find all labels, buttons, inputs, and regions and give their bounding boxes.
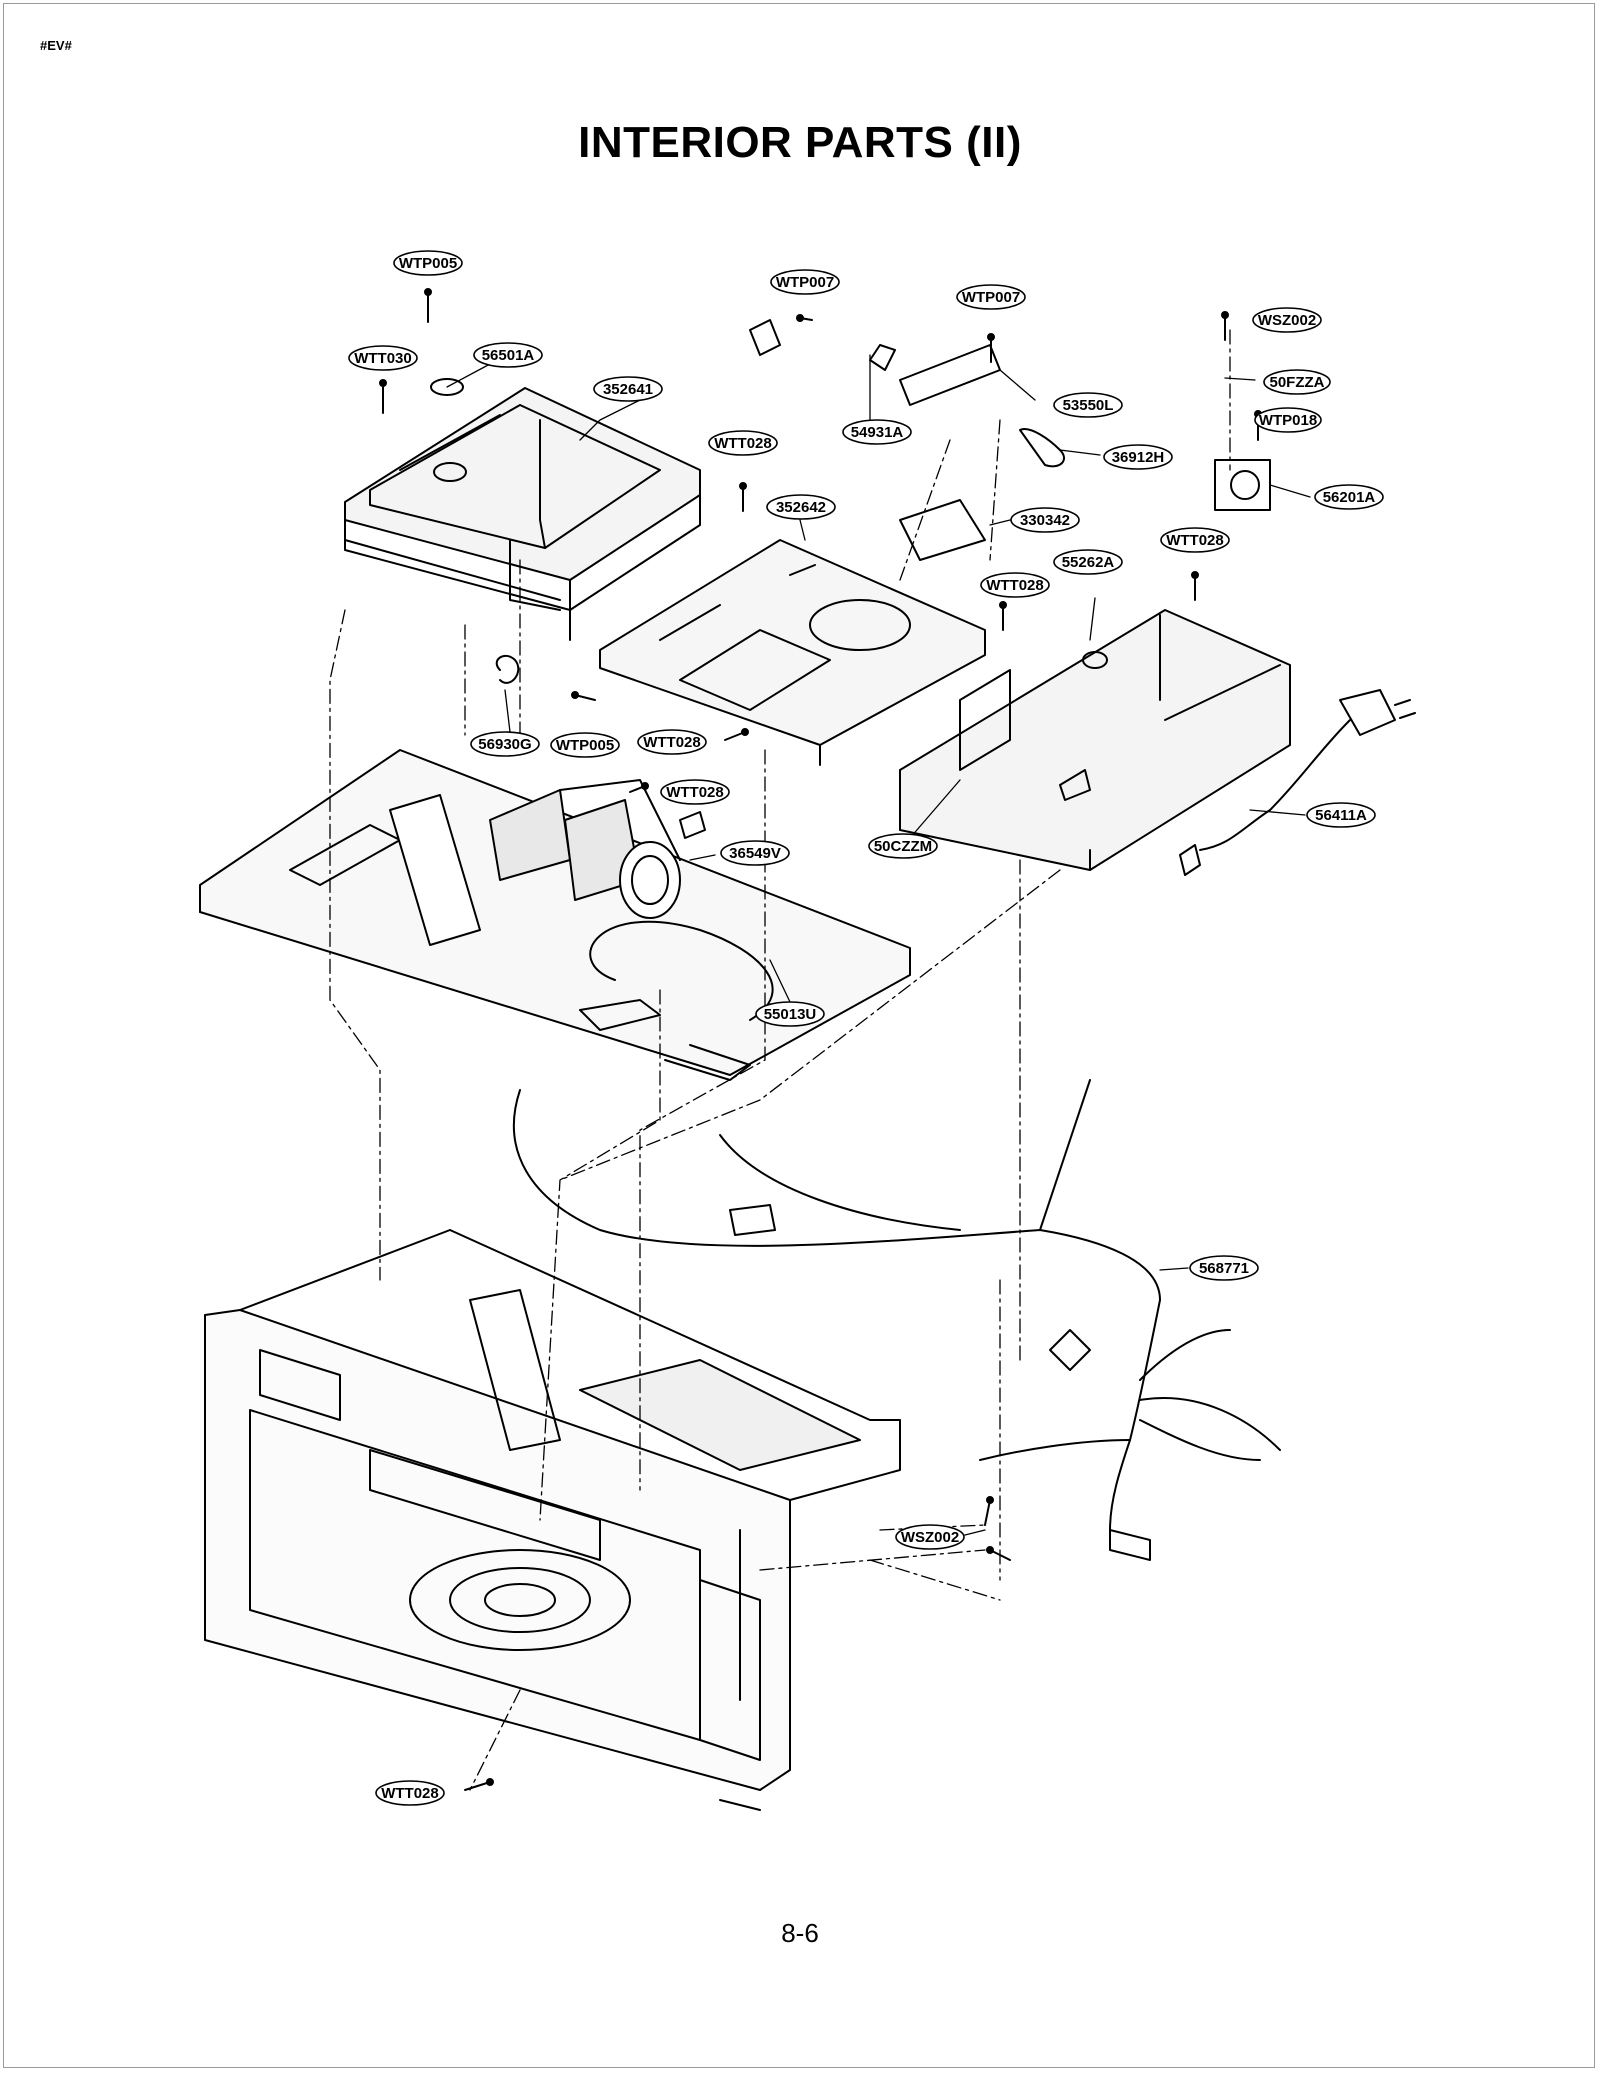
control-bracket <box>899 609 1291 871</box>
svg-text:WTT028: WTT028 <box>381 1785 439 1802</box>
part-label: 568771 <box>1189 1255 1259 1281</box>
svg-text:56930G: 56930G <box>478 736 531 753</box>
part-label: WTT030 <box>348 345 418 371</box>
part-label: 55013U <box>755 1001 825 1027</box>
wire-harness <box>512 1079 1281 1561</box>
svg-text:WTT028: WTT028 <box>1166 532 1224 549</box>
cavity-chassis <box>204 1229 901 1811</box>
page-border <box>3 3 1595 2068</box>
power-cord <box>1179 689 1416 876</box>
svg-text:36549V: 36549V <box>729 845 781 862</box>
part-label: 50FZZA <box>1263 369 1331 395</box>
part-label: 36912H <box>1103 444 1173 470</box>
part-label: 56201A <box>1314 484 1384 510</box>
part-label: WTT028 <box>637 729 707 755</box>
svg-text:55013U: 55013U <box>764 1006 817 1023</box>
part-label: 56411A <box>1306 802 1376 828</box>
svg-text:WTP005: WTP005 <box>399 255 457 272</box>
document-code: #EV# <box>40 38 72 53</box>
part-label: 36549V <box>720 840 790 866</box>
svg-text:WTT028: WTT028 <box>666 784 724 801</box>
part-label: WTP005 <box>393 250 463 276</box>
svg-text:55262A: 55262A <box>1062 554 1115 571</box>
part-label: 54931A <box>842 419 912 445</box>
bracket-plate <box>599 539 986 766</box>
fan-guide-housing <box>344 387 701 641</box>
part-label: WTT028 <box>1160 527 1230 553</box>
base-plate <box>199 749 911 1081</box>
part-label: 56501A <box>473 342 543 368</box>
svg-text:330342: 330342 <box>1020 512 1070 529</box>
page-title: INTERIOR PARTS (II) <box>578 118 1022 167</box>
part-label: 56930G <box>470 731 540 757</box>
svg-text:WSZ002: WSZ002 <box>1258 312 1316 329</box>
part-label: WSZ002 <box>1252 307 1322 333</box>
part-label: 330342 <box>1010 507 1080 533</box>
svg-text:50FZZA: 50FZZA <box>1269 374 1324 391</box>
svg-text:352642: 352642 <box>776 499 826 516</box>
part-labels: WTP005 WTT030 56501A 352641 WTP007 WTP00… <box>348 250 1384 1806</box>
svg-text:WSZ002: WSZ002 <box>901 1529 959 1546</box>
part-label: WTP007 <box>770 269 840 295</box>
svg-text:54931A: 54931A <box>851 424 904 441</box>
svg-text:36912H: 36912H <box>1112 449 1165 466</box>
part-label: WTP005 <box>550 732 620 758</box>
part-label: WTT028 <box>375 1780 445 1806</box>
part-label: WTT028 <box>660 779 730 805</box>
svg-text:WTP007: WTP007 <box>962 289 1020 306</box>
svg-text:WTT028: WTT028 <box>986 577 1044 594</box>
svg-text:352641: 352641 <box>603 381 653 398</box>
small-parts <box>430 319 1271 684</box>
svg-text:568771: 568771 <box>1199 1260 1249 1277</box>
svg-text:WTT028: WTT028 <box>643 734 701 751</box>
svg-text:WTP018: WTP018 <box>1259 412 1317 429</box>
part-label: 50CZZM <box>868 833 938 859</box>
assembly-guide-lines <box>329 329 1231 1791</box>
page-number: 8-6 <box>781 1918 819 1948</box>
svg-text:WTT028: WTT028 <box>714 435 772 452</box>
blower-motor <box>489 779 706 919</box>
part-label: WTT028 <box>980 572 1050 598</box>
svg-text:WTP005: WTP005 <box>556 737 614 754</box>
part-label: WSZ002 <box>895 1524 965 1550</box>
svg-text:50CZZM: 50CZZM <box>874 838 932 855</box>
part-label: WTP018 <box>1254 407 1322 433</box>
svg-text:53550L: 53550L <box>1063 397 1114 414</box>
part-label: WTT028 <box>708 430 778 456</box>
svg-text:56411A: 56411A <box>1315 807 1367 824</box>
leader-lines <box>446 354 1311 1536</box>
part-label: WTP007 <box>956 284 1026 310</box>
svg-text:56501A: 56501A <box>482 347 535 364</box>
svg-text:WTP007: WTP007 <box>776 274 834 291</box>
part-label: 53550L <box>1053 392 1123 418</box>
part-label: 352642 <box>766 494 836 520</box>
svg-text:WTT030: WTT030 <box>354 350 412 367</box>
part-label: 352641 <box>593 376 663 402</box>
part-label: 55262A <box>1053 549 1123 575</box>
svg-text:56201A: 56201A <box>1323 489 1376 506</box>
